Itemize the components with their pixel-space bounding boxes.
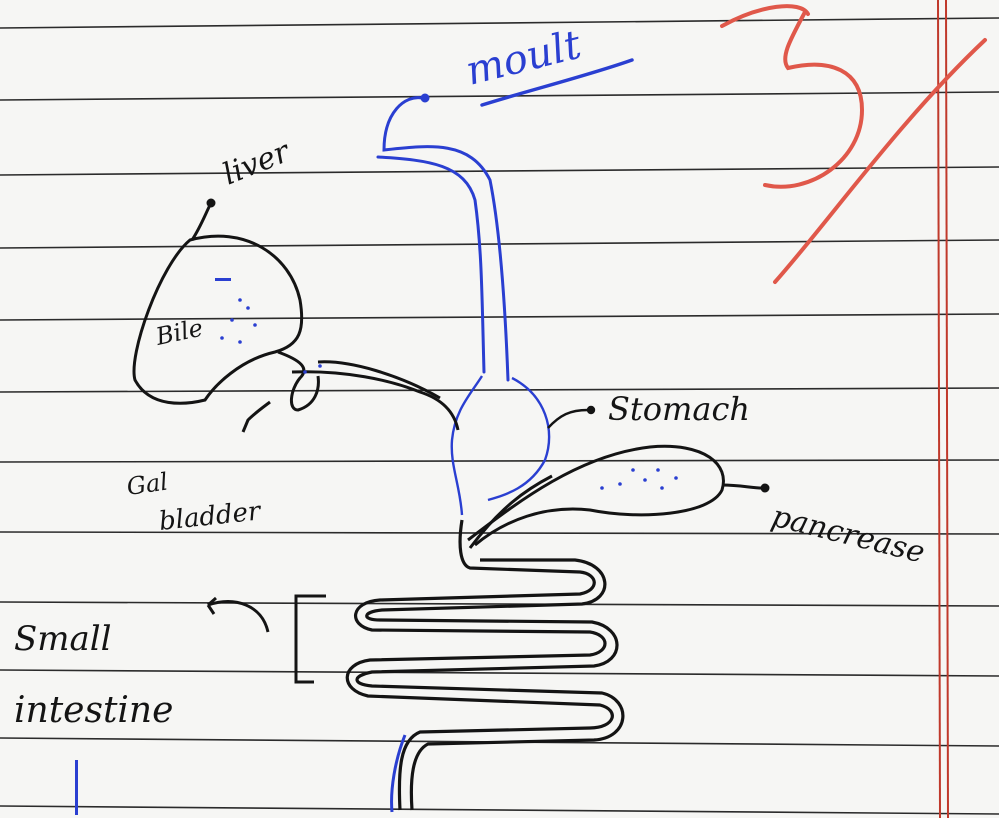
margin-line xyxy=(937,0,949,818)
stomach xyxy=(450,375,551,516)
small-intestine-label-line2: intestine xyxy=(14,690,173,731)
liver-label: liver xyxy=(218,134,296,193)
pancreas-label: pancrease xyxy=(768,499,928,571)
stomach-label: Stomach xyxy=(608,390,750,428)
small-intestine-label-line1: Small xyxy=(14,619,112,659)
stomach-pointer xyxy=(547,405,596,429)
esophagus xyxy=(376,93,510,382)
liver xyxy=(132,198,304,405)
pancreas xyxy=(467,444,770,549)
mouth-label: moult xyxy=(461,22,586,95)
mouth-underline xyxy=(480,58,634,107)
gall-bladder xyxy=(241,350,460,433)
grade-mark xyxy=(720,4,987,284)
small-intestine xyxy=(345,519,625,811)
intestine-blue-segment xyxy=(390,734,407,813)
small-intestine-bracket xyxy=(206,594,326,684)
gall-bladder-label-line1: Gal xyxy=(125,467,170,500)
ruled-lines xyxy=(0,17,999,815)
ink-dots xyxy=(75,278,678,815)
gall-bladder-label-line2: bladder xyxy=(158,496,264,537)
